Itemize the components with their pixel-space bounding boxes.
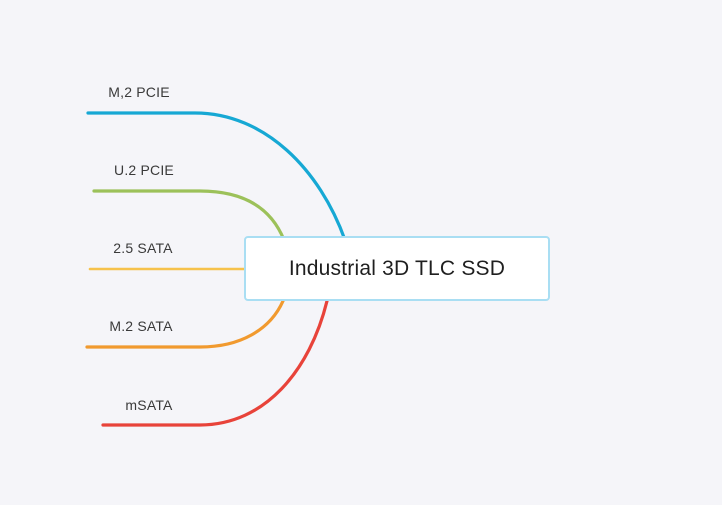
branch-label-m2-sata[interactable]: M.2 SATA	[109, 318, 173, 334]
connector-u2-pcie	[92, 189, 286, 242]
connector-m2-sata	[85, 299, 285, 349]
branch-label-u2-pcie[interactable]: U.2 PCIE	[114, 162, 174, 178]
central-topic-title: Industrial 3D TLC SSD	[288, 256, 506, 280]
branch-label-m2-pcie[interactable]: M,2 PCIE	[108, 84, 170, 100]
connector-msata	[101, 299, 329, 427]
branch-label-msata[interactable]: mSATA	[125, 397, 173, 413]
branch-label-25-sata[interactable]: 2.5 SATA	[113, 240, 173, 256]
connector-m2-pcie	[86, 111, 347, 242]
central-topic[interactable]: Industrial 3D TLC SSD	[244, 236, 550, 301]
